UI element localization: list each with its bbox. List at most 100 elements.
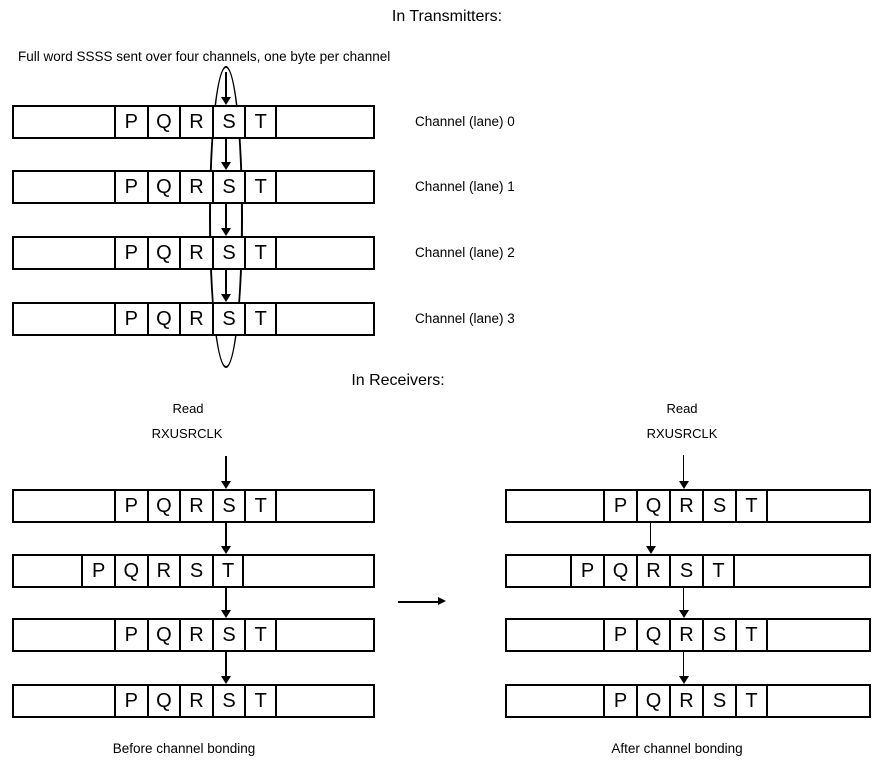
rx-after-arrow-2-head [678, 610, 689, 618]
byte-cell-Q: Q [146, 304, 180, 334]
byte-cell-S: S [211, 172, 245, 202]
byte-cell-S: S [211, 491, 245, 521]
byte-cell-R: R [669, 686, 702, 716]
byte-cell-T: T [244, 238, 277, 268]
byte-cell-T: T [702, 556, 735, 586]
tx-sync-arrow-2-head [221, 228, 232, 236]
byte-cell-S: S [702, 491, 735, 521]
byte-cell-Q: Q [636, 686, 669, 716]
byte-cell-Q: Q [636, 620, 669, 650]
rxusrclk-label-before: RXUSRCLK [151, 426, 223, 441]
byte-cell-T: T [244, 620, 277, 650]
bonding-transition-arrow-head [438, 597, 446, 605]
rxusrclk-label-after: RXUSRCLK [646, 426, 718, 441]
byte-cell-Q: Q [146, 238, 180, 268]
tx-sync-arrow-3-head [221, 294, 232, 302]
channel-lane-2-label: Channel (lane) 2 [415, 245, 515, 260]
byte-cell-R: R [179, 686, 212, 716]
byte-cell-S: S [211, 304, 245, 334]
byte-cell-T: T [735, 686, 768, 716]
rx-before-arrow-3-line [225, 652, 227, 677]
rx-after-arrow-1-head [645, 546, 656, 554]
byte-cell-Q: Q [146, 107, 180, 137]
byte-cell-R: R [179, 491, 212, 521]
byte-cell-R: R [179, 238, 212, 268]
rx-after-read-arrow-head [678, 481, 689, 489]
byte-cell-Q: Q [636, 491, 669, 521]
byte-cell-T: T [244, 686, 277, 716]
rx-before-arrow-1-head [221, 546, 232, 554]
byte-cell-P: P [603, 491, 636, 521]
rx-before-arrow-1-line [225, 523, 227, 547]
byte-cell-Q: Q [146, 491, 180, 521]
tx-sync-arrow-1-line [225, 139, 227, 163]
tx-sync-arrow-0-line [225, 72, 227, 98]
byte-cell-Q: Q [114, 556, 147, 586]
channel-lane-3-label: Channel (lane) 3 [415, 311, 515, 326]
byte-cell-R: R [179, 620, 212, 650]
byte-cell-R: R [179, 304, 212, 334]
transmitters-title: In Transmitters: [391, 8, 503, 25]
channel-lane-0-label: Channel (lane) 0 [415, 114, 515, 129]
byte-cell-S: S [702, 686, 735, 716]
byte-cell-S: S [211, 686, 245, 716]
rx-after-arrow-2-line [682, 588, 685, 611]
byte-cell-P: P [114, 238, 147, 268]
byte-cell-T: T [211, 556, 245, 586]
byte-cell-S: S [211, 107, 245, 137]
receivers-title: In Receivers: [351, 372, 445, 389]
rx-after-arrow-3-head [678, 676, 689, 684]
tx-sync-arrow-2-line [225, 204, 227, 229]
rx-before-arrow-2-line [225, 588, 227, 611]
byte-cell-P: P [114, 620, 147, 650]
byte-cell-Q: Q [146, 620, 180, 650]
read-label-before: Read [172, 401, 204, 416]
byte-cell-T: T [244, 304, 277, 334]
byte-cell-P: P [81, 556, 114, 586]
byte-cell-S: S [211, 620, 245, 650]
tx-sync-arrow-3-line [225, 270, 227, 295]
byte-cell-T: T [735, 491, 768, 521]
byte-cell-P: P [603, 686, 636, 716]
byte-cell-S: S [702, 620, 735, 650]
rx-after-read-arrow-line [682, 455, 685, 482]
bonding-transition-arrow-line [398, 601, 439, 603]
transmitters-caption: Full word SSSS sent over four channels, … [18, 49, 391, 64]
rx-before-arrow-3-head [221, 676, 232, 684]
byte-cell-T: T [244, 491, 277, 521]
byte-cell-Q: Q [146, 686, 180, 716]
byte-cell-P: P [114, 686, 147, 716]
channel-lane-1-label: Channel (lane) 1 [415, 179, 515, 194]
byte-cell-R: R [179, 172, 212, 202]
byte-cell-R: R [179, 107, 212, 137]
byte-cell-S: S [211, 238, 245, 268]
byte-cell-P: P [114, 107, 147, 137]
byte-cell-T: T [735, 620, 768, 650]
after-bonding-caption: After channel bonding [611, 741, 743, 756]
byte-cell-P: P [114, 491, 147, 521]
byte-cell-T: T [244, 107, 277, 137]
rx-before-read-arrow-head [221, 481, 232, 489]
read-label-after: Read [666, 401, 698, 416]
s-column-highlight-ellipse [209, 66, 243, 368]
byte-cell-Q: Q [603, 556, 636, 586]
before-bonding-caption: Before channel bonding [112, 741, 256, 756]
byte-cell-R: R [146, 556, 180, 586]
byte-cell-R: R [669, 491, 702, 521]
byte-cell-P: P [114, 172, 147, 202]
tx-sync-arrow-0-head [221, 97, 232, 105]
rx-before-arrow-2-head [221, 610, 232, 618]
byte-cell-P: P [114, 304, 147, 334]
byte-cell-P: P [570, 556, 603, 586]
